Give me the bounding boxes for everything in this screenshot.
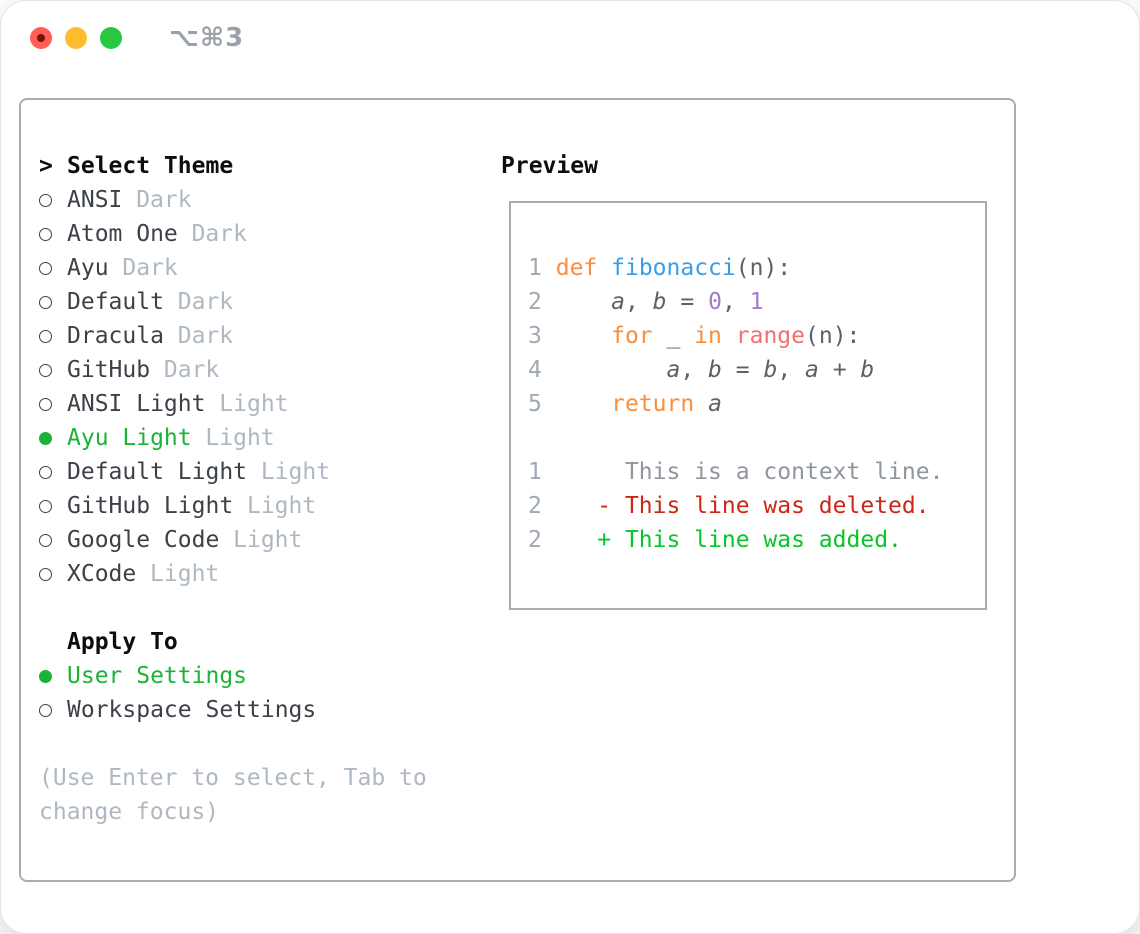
radio-icon xyxy=(39,217,67,251)
theme-variant-tag: Dark xyxy=(177,323,234,349)
option-label: XCode xyxy=(67,561,137,587)
preview-pane: 1 def fibonacci(n): 2 a, b = 0, 1 3 for _ … xyxy=(509,201,987,610)
radio-selected-icon xyxy=(39,421,67,455)
theme-option-github[interactable]: GitHub Dark xyxy=(39,353,491,387)
option-label: Dracula xyxy=(67,323,164,349)
code-line: 4 a, b = b, a + b xyxy=(528,357,875,383)
code-line: 1 def fibonacci(n): xyxy=(528,255,792,281)
apply-option-workspace-settings[interactable]: Workspace Settings xyxy=(39,693,491,727)
option-label: Workspace Settings xyxy=(67,697,317,723)
theme-option-xcode[interactable]: XCode Light xyxy=(39,557,491,591)
close-button[interactable] xyxy=(30,27,52,49)
option-label: GitHub xyxy=(67,357,151,383)
radio-icon xyxy=(39,693,67,727)
theme-variant-tag: Dark xyxy=(136,187,192,213)
theme-variant-tag: Light xyxy=(246,493,317,519)
option-label: Default Light xyxy=(67,459,248,485)
theme-option-default-light[interactable]: Default Light Light xyxy=(39,455,491,489)
theme-list-title: Select Theme xyxy=(67,153,234,179)
apply-to-title: Apply To xyxy=(67,629,178,655)
theme-variant-tag: Dark xyxy=(122,255,178,281)
theme-variant-tag: Dark xyxy=(163,357,220,383)
radio-icon xyxy=(39,489,67,523)
apply-to-spacer xyxy=(39,625,67,659)
option-label: User Settings xyxy=(67,663,248,689)
theme-variant-tag: Light xyxy=(260,459,331,485)
theme-variant-tag: Light xyxy=(233,527,303,553)
theme-option-ansi-light[interactable]: ANSI Light Light xyxy=(39,387,491,421)
code-line xyxy=(528,421,985,455)
radio-icon xyxy=(39,285,67,319)
radio-icon xyxy=(39,387,67,421)
apply-option-user-settings[interactable]: User Settings xyxy=(39,659,491,693)
theme-list-header: > Select Theme xyxy=(39,149,491,183)
theme-option-google-code[interactable]: Google Code Light xyxy=(39,523,491,557)
code-line: 2 + This line was added. xyxy=(528,527,902,553)
theme-option-atom-one[interactable]: Atom One Dark xyxy=(39,217,491,251)
option-label: Ayu Light xyxy=(67,425,192,451)
title-bar: ⌥⌘3 xyxy=(1,1,1139,73)
theme-option-github-light[interactable]: GitHub Light Light xyxy=(39,489,491,523)
radio-icon xyxy=(39,557,67,591)
code-line: 2 - This line was deleted. xyxy=(528,493,930,519)
theme-option-ansi[interactable]: ANSI Dark xyxy=(39,183,491,217)
keyboard-hint: (Use Enter to select, Tab to change focu… xyxy=(39,765,427,825)
theme-variant-tag: Dark xyxy=(191,221,247,247)
option-label: Ayu xyxy=(67,255,109,281)
option-label: Default xyxy=(67,289,164,315)
radio-selected-icon xyxy=(39,659,67,693)
radio-icon xyxy=(39,319,67,353)
selection-chevron-icon: > xyxy=(39,153,53,179)
preview-title: Preview xyxy=(501,153,598,179)
option-label: GitHub Light xyxy=(67,493,234,519)
option-label: ANSI Light xyxy=(67,391,206,417)
theme-variant-tag: Light xyxy=(150,561,220,587)
option-label: Google Code xyxy=(67,527,220,553)
theme-option-default[interactable]: Default Dark xyxy=(39,285,491,319)
radio-icon xyxy=(39,251,67,285)
theme-option-ayu-light[interactable]: Ayu Light Light xyxy=(39,421,491,455)
minimize-button[interactable] xyxy=(65,27,87,49)
option-label: Atom One xyxy=(67,221,178,247)
theme-option-dracula[interactable]: Dracula Dark xyxy=(39,319,491,353)
radio-icon xyxy=(39,183,67,217)
zoom-button[interactable] xyxy=(100,27,122,49)
theme-variant-tag: Light xyxy=(219,391,289,417)
radio-icon xyxy=(39,353,67,387)
window-title: ⌥⌘3 xyxy=(169,23,245,53)
code-line: 2 a, b = 0, 1 xyxy=(528,289,764,315)
code-line: 5 return a xyxy=(528,391,722,417)
theme-variant-tag: Dark xyxy=(177,289,234,315)
radio-icon xyxy=(39,523,67,557)
theme-variant-tag: Light xyxy=(205,425,275,451)
theme-option-ayu[interactable]: Ayu Dark xyxy=(39,251,491,285)
apply-to-header-row: Apply To xyxy=(39,625,491,659)
option-label: ANSI xyxy=(67,187,123,213)
radio-icon xyxy=(39,455,67,489)
code-line: 1 This is a context line. xyxy=(528,459,944,485)
code-line: 3 for _ in range(n): xyxy=(528,323,861,349)
